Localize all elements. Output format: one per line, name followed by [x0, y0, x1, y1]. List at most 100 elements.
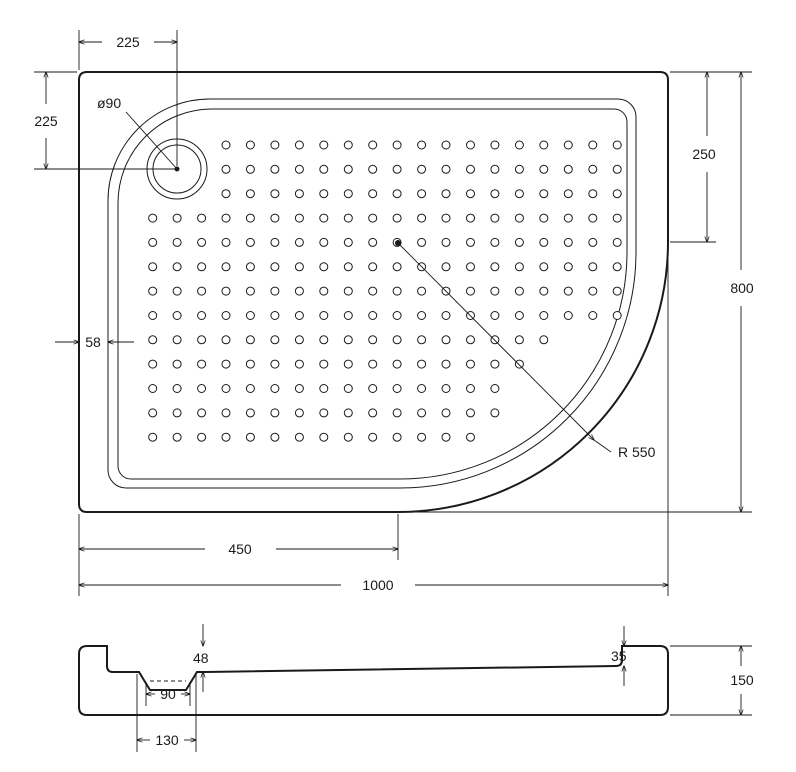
- anti-slip-dot: [514, 140, 524, 150]
- anti-slip-dot: [172, 286, 182, 296]
- anti-slip-dot: [270, 237, 280, 247]
- anti-slip-dot: [612, 140, 622, 150]
- anti-slip-dot: [319, 311, 329, 320]
- anti-slip-dot: [197, 384, 207, 393]
- anti-slip-dot: [368, 262, 378, 272]
- anti-slip-dot: [368, 189, 378, 199]
- dim-label-depth-right: 35: [611, 648, 627, 664]
- anti-slip-dot: [539, 262, 549, 272]
- anti-slip-dot: [319, 359, 329, 369]
- anti-slip-dot: [490, 384, 500, 393]
- anti-slip-dot: [245, 189, 255, 199]
- anti-slip-dot: [563, 311, 573, 320]
- anti-slip-dot: [343, 311, 353, 320]
- anti-slip-dot: [148, 213, 158, 223]
- anti-slip-dot: [270, 311, 280, 320]
- anti-slip-dot: [368, 408, 378, 418]
- dim-label-drain-offset-x: 225: [116, 34, 140, 50]
- anti-slip-dot: [221, 237, 231, 247]
- anti-slip-dot: [245, 262, 255, 272]
- dim-label-drain-offset-y: 225: [34, 113, 58, 129]
- anti-slip-dot: [294, 359, 304, 369]
- anti-slip-dot: [221, 408, 231, 418]
- anti-slip-dot: [343, 189, 353, 199]
- anti-slip-dot: [490, 311, 500, 320]
- drain-diameter-label: ø90: [97, 95, 121, 111]
- anti-slip-dot: [466, 432, 475, 442]
- anti-slip-dot: [563, 237, 573, 247]
- anti-slip-dot: [294, 335, 304, 345]
- anti-slip-dot: [245, 311, 255, 320]
- anti-slip-dot: [612, 286, 622, 296]
- anti-slip-dot: [172, 311, 182, 320]
- anti-slip-dot: [368, 140, 378, 150]
- anti-slip-dot: [392, 140, 402, 150]
- anti-slip-dot: [466, 408, 475, 418]
- anti-slip-dot: [270, 432, 280, 442]
- anti-slip-dot: [368, 384, 378, 393]
- anti-slip-dot: [319, 432, 329, 442]
- anti-slip-dot: [588, 164, 598, 174]
- anti-slip-dot: [319, 140, 329, 150]
- anti-slip-dot: [466, 164, 475, 174]
- anti-slip-dot: [441, 189, 451, 199]
- anti-slip-dot: [270, 164, 280, 174]
- anti-slip-dot: [270, 335, 280, 345]
- anti-slip-dot: [221, 432, 231, 442]
- anti-slip-dot: [319, 286, 329, 296]
- anti-slip-dot: [466, 335, 475, 345]
- anti-slip-dot: [417, 213, 427, 223]
- anti-slip-dot: [343, 408, 353, 418]
- anti-slip-dot: [490, 140, 500, 150]
- anti-slip-dot: [172, 384, 182, 393]
- anti-slip-dot: [417, 164, 427, 174]
- tray-outline: [78, 71, 669, 513]
- anti-slip-dot: [197, 432, 207, 442]
- anti-slip-dot: [221, 164, 231, 174]
- anti-slip-dot: [514, 213, 524, 223]
- anti-slip-dot: [490, 237, 500, 247]
- tray-inner-basin: [117, 108, 628, 480]
- anti-slip-dot: [172, 262, 182, 272]
- anti-slip-dot: [392, 164, 402, 174]
- anti-slip-dot: [197, 408, 207, 418]
- anti-slip-dot: [319, 189, 329, 199]
- anti-slip-dot: [148, 237, 158, 247]
- anti-slip-dot: [270, 189, 280, 199]
- anti-slip-dot: [417, 189, 427, 199]
- anti-slip-dot: [245, 213, 255, 223]
- anti-slip-dot: [148, 408, 158, 418]
- anti-slip-dot: [148, 384, 158, 393]
- dim-label-straight-side: 250: [692, 146, 716, 162]
- anti-slip-dot: [245, 237, 255, 247]
- anti-slip-dot: [466, 262, 475, 272]
- anti-slip-dot: [319, 335, 329, 345]
- anti-slip-dot: [294, 432, 304, 442]
- anti-slip-dot: [172, 359, 182, 369]
- anti-slip-dot: [539, 311, 549, 320]
- anti-slip-dot: [612, 311, 622, 320]
- anti-slip-dot: [270, 286, 280, 296]
- dim-label-height: 150: [730, 672, 754, 688]
- anti-slip-dot: [466, 384, 475, 393]
- anti-slip-dot: [612, 213, 622, 223]
- radius-label: R 550: [618, 444, 656, 460]
- anti-slip-dot: [245, 359, 255, 369]
- anti-slip-dot: [563, 213, 573, 223]
- anti-slip-dot: [343, 359, 353, 369]
- anti-slip-dot: [466, 140, 475, 150]
- anti-slip-dot: [197, 359, 207, 369]
- anti-slip-dot: [392, 408, 402, 418]
- anti-slip-dot: [612, 189, 622, 199]
- anti-slip-dot: [441, 213, 451, 223]
- anti-slip-dot: [514, 311, 524, 320]
- anti-slip-dot: [319, 164, 329, 174]
- drain-leader-line: [125, 111, 178, 170]
- section-profile: [78, 645, 669, 716]
- anti-slip-dot: [417, 408, 427, 418]
- anti-slip-dot: [441, 311, 451, 320]
- anti-slip-dot: [172, 432, 182, 442]
- anti-slip-dot: [368, 213, 378, 223]
- anti-slip-dot: [514, 335, 524, 345]
- anti-slip-dot: [466, 213, 475, 223]
